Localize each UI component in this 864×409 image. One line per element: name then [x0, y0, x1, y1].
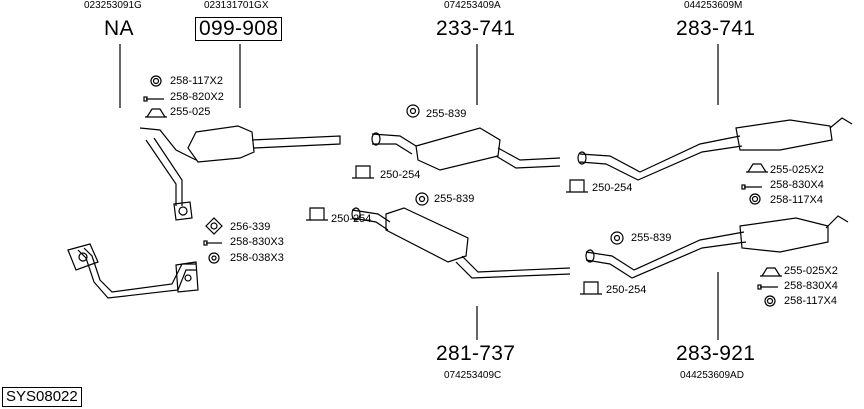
- hanger-ring-icon-255-839-c: [610, 231, 624, 245]
- part-label: 258-117X2: [170, 75, 224, 87]
- hanger-ring-icon-255-839-b: [415, 192, 429, 206]
- ref-code-099-908: 023131701GX: [204, 0, 269, 11]
- part-number-233-741[interactable]: 233-741: [436, 17, 516, 40]
- part-number-na[interactable]: NA: [104, 17, 134, 40]
- part-label: 258-830X4: [770, 179, 824, 191]
- bolt-icon-258-820-group1: [143, 96, 164, 102]
- part-label: 258-117X4: [784, 295, 838, 307]
- part-label: 258-038X3: [230, 252, 284, 264]
- ref-code-233-741: 074253409A: [444, 0, 501, 11]
- bolt-icon-258-830-group2: [203, 240, 222, 246]
- part-label: 250-254: [606, 284, 647, 296]
- part-label: 258-117X4: [770, 194, 824, 206]
- front-pipe-drawing: [67, 243, 199, 299]
- clamp-icon-250-254-b: [566, 179, 588, 193]
- part-number-283-921[interactable]: 283-921: [676, 342, 756, 365]
- clamp-icon-250-254-d: [580, 281, 602, 295]
- part-label: 250-254: [592, 182, 633, 194]
- diagram-id-label: SYS08022: [2, 387, 82, 407]
- rear-muffler-283-921-drawing: [585, 215, 849, 279]
- ref-code-281-737: 074253409C: [444, 370, 502, 381]
- clamp-icon-258-117-group1: [150, 75, 162, 87]
- part-number-281-737[interactable]: 281-737: [436, 342, 516, 365]
- nut-icon-258-038: [208, 252, 220, 264]
- center-muffler-233-741-drawing: [371, 127, 561, 171]
- hanger-icon-255-025-group1: [145, 108, 167, 118]
- ref-code-283-741: 044253609M: [684, 0, 743, 11]
- part-label: 255-025X2: [784, 265, 838, 277]
- clamp-icon-250-254-a: [352, 165, 374, 179]
- rear-muffler-283-741-drawing: [577, 117, 853, 181]
- part-label: 258-830X4: [784, 280, 838, 292]
- part-number-283-741[interactable]: 283-741: [676, 17, 756, 40]
- part-label: 258-820X2: [170, 91, 224, 103]
- part-number-099-908[interactable]: 099-908: [195, 17, 283, 41]
- hanger-icon-255-025-group4: [746, 163, 768, 173]
- part-label: 255-025X2: [770, 164, 824, 176]
- part-label: 255-025: [170, 106, 211, 118]
- clamp-icon-250-254-c: [306, 207, 328, 221]
- ref-code-na: 023253091G: [84, 0, 142, 11]
- clamp-icon-258-117-group4: [749, 193, 761, 205]
- part-label: 256-339: [230, 221, 271, 233]
- bolt-icon-258-830-group4: [741, 184, 762, 190]
- part-label: 255-839: [631, 232, 672, 244]
- part-label: 258-830X3: [230, 236, 284, 248]
- catalytic-converter-drawing: [139, 125, 341, 221]
- center-muffler-281-737-drawing: [351, 207, 571, 279]
- part-label: 255-839: [426, 108, 467, 120]
- part-label: 255-839: [434, 193, 475, 205]
- ref-code-283-921: 044253609AD: [680, 370, 744, 381]
- bolt-icon-258-830-group6: [757, 284, 778, 290]
- part-label: 250-254: [380, 169, 421, 181]
- gasket-icon-256-339: [205, 217, 223, 235]
- hanger-ring-icon-255-839-a: [406, 104, 420, 118]
- part-label: 250-254: [331, 213, 372, 225]
- clamp-icon-258-117-group6: [764, 295, 776, 307]
- hanger-icon-255-025-group6: [760, 267, 782, 277]
